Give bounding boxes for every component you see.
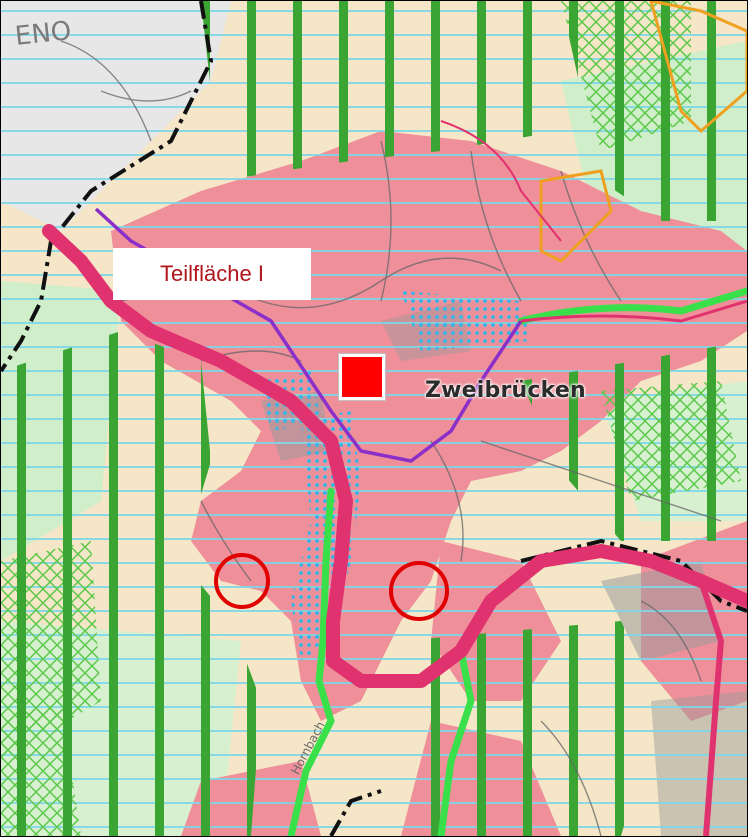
- main-road-b424: [42, 224, 747, 688]
- road-east: [520, 299, 747, 323]
- forest-zone: [1, 331, 261, 836]
- highlight-circle-west: [214, 553, 270, 609]
- dotted-zone: [401, 291, 531, 351]
- area-label: Teilfläche I: [160, 261, 264, 286]
- road-south-east: [698, 580, 725, 836]
- road-north: [440, 120, 562, 242]
- forest-zone: [521, 341, 747, 541]
- city-label: Zweibrücken: [425, 378, 586, 403]
- area-label-box: Teilfläche I: [113, 248, 311, 300]
- town-marker-square: [339, 354, 385, 400]
- forest-zone: [201, 1, 561, 181]
- orange-outline-area: [649, 1, 747, 134]
- forest-zone: [401, 621, 661, 836]
- forest-zone: [561, 1, 747, 221]
- green-corridor: [287, 287, 747, 836]
- nw-place-label: ENO: [13, 16, 73, 52]
- orange-outline-area: [539, 169, 613, 263]
- highlight-circle-east: [389, 561, 449, 621]
